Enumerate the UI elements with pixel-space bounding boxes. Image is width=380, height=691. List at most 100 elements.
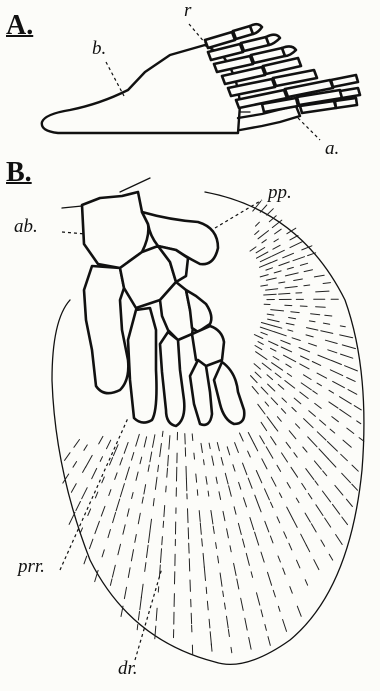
dermal-ray: [257, 593, 260, 605]
dermal-ray: [153, 435, 155, 448]
dermal-ray: [100, 457, 102, 462]
dermal-ray: [213, 526, 214, 533]
dermal-ray: [329, 390, 334, 393]
dermal-ray: [287, 267, 293, 269]
dermal-ray: [220, 573, 222, 586]
dermal-ray: [293, 257, 305, 261]
dermal-ray: [308, 437, 317, 447]
dermal-ray: [206, 477, 207, 485]
dermal-ray: [113, 513, 116, 523]
dermal-ray: [138, 513, 140, 524]
dermal-ray: [282, 398, 287, 402]
dermal-ray: [265, 402, 269, 406]
dermal-ray: [311, 524, 316, 532]
dermal-ray: [258, 404, 265, 414]
dermal-ray: [316, 291, 329, 292]
dermal-ray: [300, 364, 309, 369]
dermal-ray: [267, 209, 274, 215]
dermal-ray: [80, 528, 82, 533]
leader-a: [298, 118, 320, 140]
dermal-ray: [275, 229, 282, 234]
dermal-ray: [265, 521, 269, 532]
dermal-ray: [264, 294, 277, 295]
dermal-ray: [261, 610, 263, 617]
dermal-ray: [239, 482, 241, 489]
dermal-ray: [102, 477, 105, 483]
dermal-ray: [343, 440, 351, 447]
dermal-ray: [268, 572, 272, 585]
dermal-ray: [313, 391, 318, 394]
dermal-ray: [323, 283, 330, 284]
dermal-ray: [260, 257, 271, 262]
dermal-ray: [357, 421, 361, 424]
dermal-ray: [227, 529, 229, 538]
dermal-ray: [255, 495, 259, 507]
dermal-ray: [240, 433, 244, 441]
dermal-ray: [212, 456, 214, 465]
dermal-ray: [268, 319, 280, 322]
dermal-ray: [277, 517, 280, 523]
dermal-ray: [266, 289, 278, 290]
dermal-ray: [286, 442, 290, 448]
dermal-ray: [163, 521, 164, 527]
dermal-ray: [272, 250, 284, 256]
dermal-ray: [234, 507, 236, 515]
dermal-ray: [258, 342, 263, 345]
dermal-ray: [188, 509, 189, 523]
dermal-ray: [297, 606, 301, 616]
dermal-ray: [211, 644, 212, 651]
dermal-ray: [317, 383, 321, 386]
dermal-ray: [271, 502, 273, 507]
dermal-ray: [294, 453, 297, 458]
dermal-ray: [261, 552, 264, 562]
dermal-ray: [303, 447, 307, 452]
dermal-ray: [294, 398, 301, 404]
dermal-ray: [274, 271, 281, 273]
dermal-ray: [99, 436, 103, 444]
dermal-ray: [354, 406, 361, 410]
dermal-ray: [267, 314, 274, 315]
dermal-ray: [346, 499, 352, 506]
dermal-ray: [162, 537, 163, 545]
dermal-ray: [291, 467, 298, 477]
dermal-ray: [255, 231, 259, 235]
dermal-ray: [256, 222, 260, 226]
dermal-ray: [300, 392, 308, 399]
dermal-ray: [132, 453, 134, 461]
dermal-ray: [204, 460, 205, 465]
dermal-ray: [135, 535, 137, 543]
dermal-ray: [279, 293, 290, 294]
dermal-ray: [259, 507, 261, 512]
dermal-ray: [261, 323, 274, 327]
dermal-ray: [84, 445, 87, 450]
dermal-ray: [271, 398, 277, 405]
dermal-ray: [325, 315, 332, 316]
dermal-ray: [124, 587, 126, 598]
dermal-ray: [218, 556, 219, 563]
dermal-ray: [71, 484, 76, 493]
dermal-ray: [340, 409, 351, 417]
dermal-ray: [261, 285, 268, 286]
dermal-ray: [272, 260, 278, 262]
dermal-ray: [305, 513, 310, 522]
dermal-ray: [127, 509, 129, 517]
dermal-ray: [270, 536, 273, 543]
dermal-ray: [241, 598, 244, 610]
dermal-ray: [304, 375, 312, 380]
dermal-ray: [164, 506, 165, 517]
dermal-ray: [293, 520, 297, 528]
dermal-ray: [301, 356, 310, 360]
dermal-ray: [225, 603, 226, 609]
dermal-ray: [271, 348, 276, 351]
dermal-ray: [161, 549, 162, 563]
dermal-ray: [243, 539, 245, 547]
dermal-ray: [251, 376, 258, 383]
dermal-ray: [288, 330, 293, 331]
dermal-ray: [206, 587, 207, 593]
dermal-ray: [227, 447, 230, 455]
dermal-ray: [281, 409, 285, 414]
dermal-ray: [285, 287, 297, 288]
dermal-ray: [285, 273, 298, 276]
dermal-ray: [256, 248, 265, 253]
